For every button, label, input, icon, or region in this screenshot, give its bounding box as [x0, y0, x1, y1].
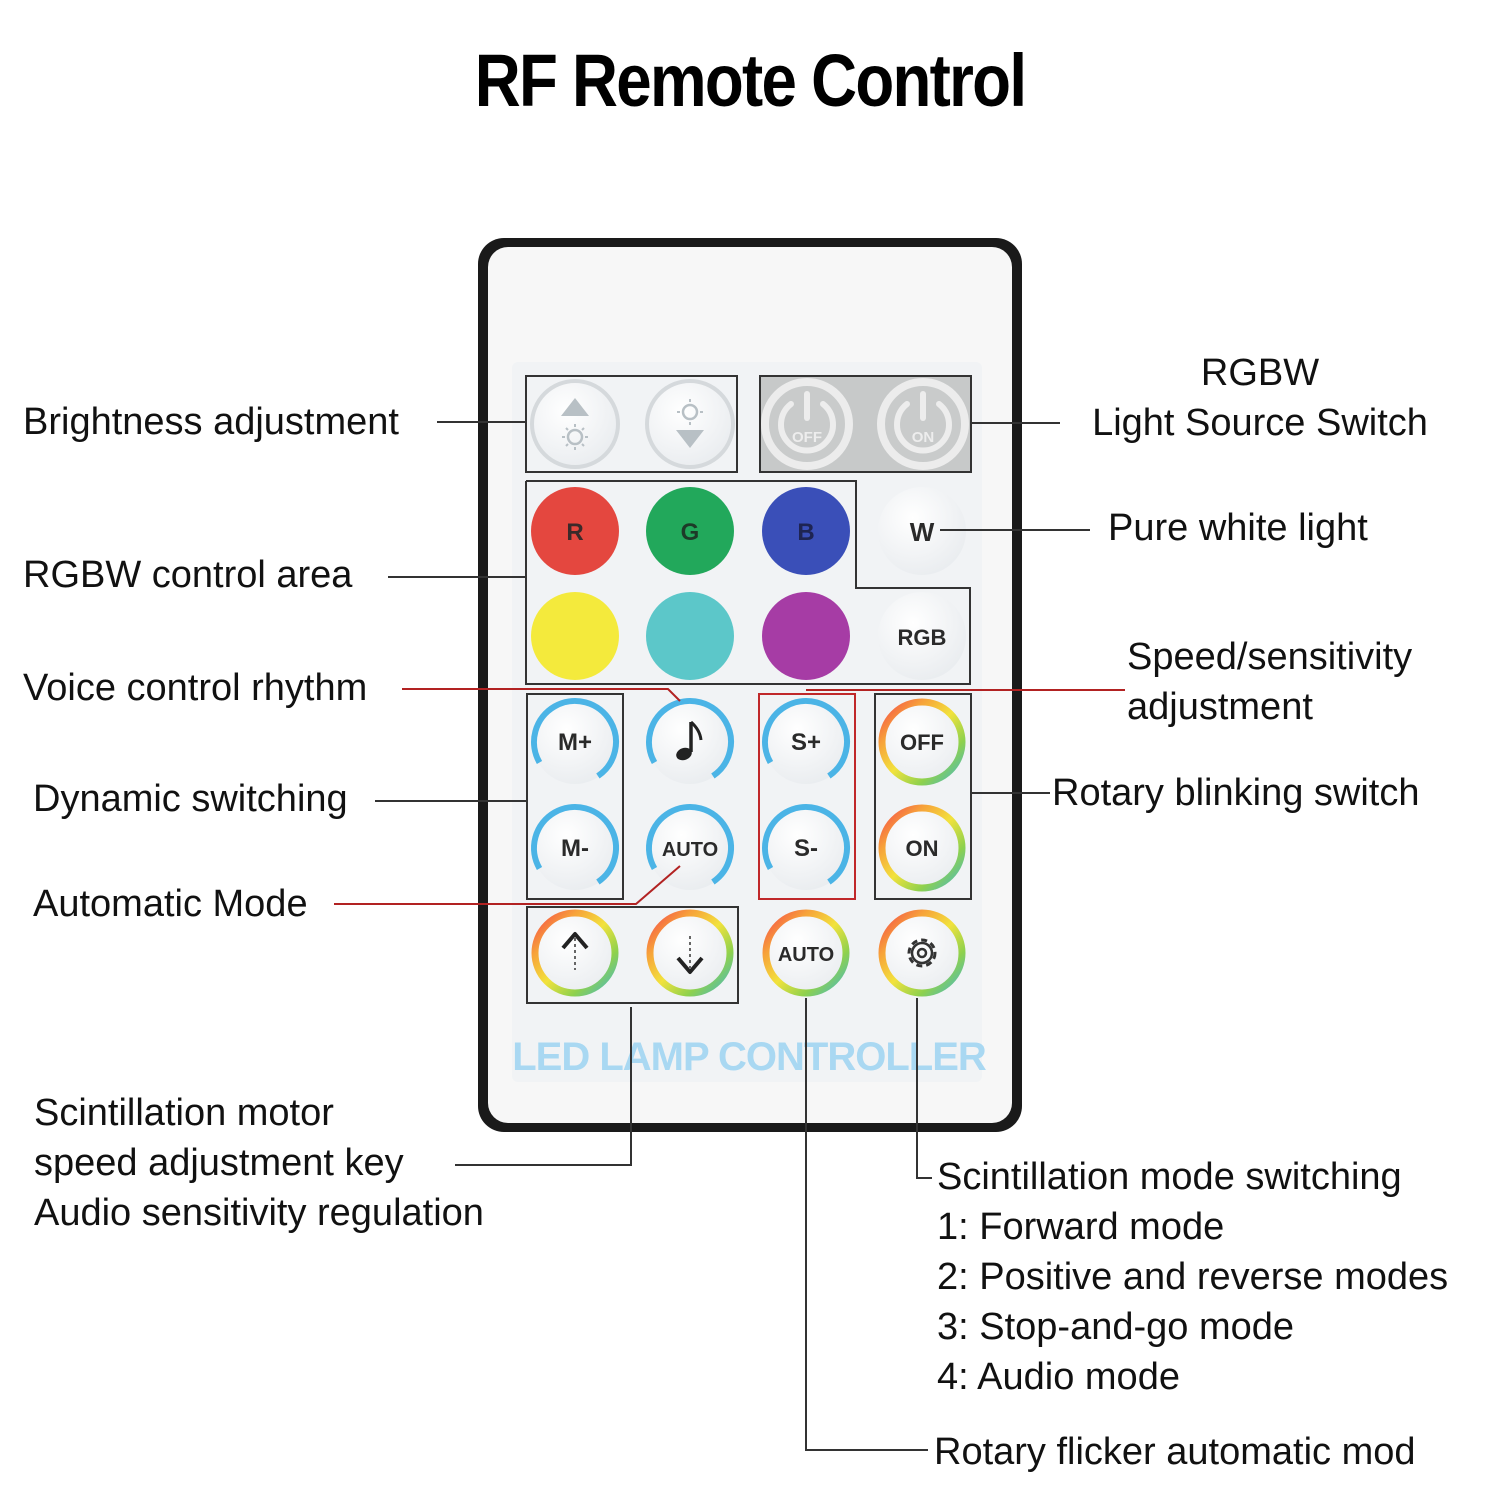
white-button[interactable]: W — [878, 487, 966, 575]
leader-rotary-flicker — [805, 998, 928, 1451]
cyan-button[interactable] — [646, 592, 734, 680]
auto-voice-label: AUTO — [662, 839, 718, 861]
speed-plus-label: S+ — [791, 729, 821, 756]
mode-plus-label: M+ — [558, 729, 592, 756]
rotary-on-button[interactable]: ON — [878, 804, 966, 892]
power-on-button[interactable]: ON — [877, 378, 969, 470]
label-scintillation-motor: Scintillation motor speed adjustment key… — [34, 1088, 484, 1238]
power-icon — [894, 401, 952, 454]
label-voice-rhythm: Voice control rhythm — [23, 667, 368, 709]
label-speed-sensitivity-line2: adjustment — [1127, 686, 1313, 728]
mode-minus-button[interactable]: M- — [519, 792, 631, 904]
brightness-up-button[interactable] — [530, 379, 620, 469]
label-scintillation-mode-line5: 4: Audio mode — [937, 1356, 1180, 1398]
red-button[interactable]: R — [531, 487, 619, 575]
rotary-off-button[interactable]: OFF — [878, 698, 966, 786]
label-scintillation-mode: Scintillation mode switching 1: Forward … — [937, 1152, 1448, 1402]
label-scintillation-mode-line3: 2: Positive and reverse modes — [937, 1256, 1449, 1298]
label-speed-sensitivity-line1: Speed/sensitivity — [1127, 636, 1413, 678]
label-rgbw-area: RGBW control area — [23, 554, 353, 596]
auto-rotary-button[interactable]: AUTO — [762, 909, 850, 997]
label-speed-sensitivity: Speed/sensitivity adjustment — [1127, 632, 1412, 732]
label-rotary-flicker: Rotary flicker automatic mod — [934, 1431, 1416, 1473]
brightness-down-icon — [676, 399, 704, 448]
remote-key-panel — [512, 362, 982, 1082]
label-brightness: Brightness adjustment — [23, 401, 399, 443]
label-pure-white: Pure white light — [1108, 507, 1368, 549]
speed-minus-button[interactable]: S- — [750, 792, 862, 904]
gear-icon — [907, 938, 937, 968]
music-note-icon — [676, 720, 703, 761]
settings-button[interactable] — [878, 909, 966, 997]
yellow-button[interactable] — [531, 592, 619, 680]
arrow-up-icon — [561, 932, 589, 970]
green-button[interactable]: G — [646, 487, 734, 575]
leader-automatic-mode — [334, 865, 681, 905]
auto-voice-button[interactable]: AUTO — [634, 792, 746, 904]
label-dynamic-switching: Dynamic switching — [33, 778, 348, 820]
power-on-label: ON — [912, 429, 935, 446]
label-scintillation-motor-line1: Scintillation motor — [34, 1092, 334, 1134]
label-scintillation-mode-line1: Scintillation mode switching — [937, 1156, 1402, 1198]
auto-rotary-label: AUTO — [778, 944, 834, 966]
mode-minus-label: M- — [561, 835, 589, 862]
rgb-label: RGB — [898, 625, 947, 650]
dynamic-group-box — [526, 693, 624, 900]
rotary-on-label: ON — [906, 836, 939, 861]
leader-scintillation-mode — [916, 998, 932, 1179]
motor-speed-group-box — [526, 906, 739, 1004]
brightness-up-icon — [561, 398, 589, 450]
label-automatic-mode: Automatic Mode — [33, 883, 308, 925]
label-rgbw-switch-line2: Light Source Switch — [1092, 402, 1428, 444]
rgbw-group-box — [525, 480, 971, 685]
brightness-group-box — [525, 375, 738, 473]
power-icon — [778, 401, 836, 454]
leader-voice-rhythm — [402, 688, 681, 702]
page-title: RF Remote Control — [474, 39, 1027, 122]
speed-down-button[interactable] — [646, 909, 734, 997]
leader-motor-speed — [455, 1007, 632, 1166]
label-rgbw-switch-line1: RGBW — [1200, 352, 1320, 394]
blue-label: B — [797, 519, 814, 546]
label-scintillation-mode-line2: 1: Forward mode — [937, 1206, 1225, 1248]
label-scintillation-mode-line4: 3: Stop-and-go mode — [937, 1306, 1295, 1348]
purple-button[interactable] — [762, 592, 850, 680]
label-rgbw-switch: RGBW Light Source Switch — [1060, 348, 1460, 448]
arrow-down-icon — [676, 936, 704, 974]
speed-group-box — [758, 693, 856, 900]
power-off-label: OFF — [792, 429, 822, 446]
label-scintillation-motor-line2: speed adjustment key — [34, 1142, 404, 1184]
speed-plus-button[interactable]: S+ — [750, 686, 862, 798]
music-button[interactable] — [634, 686, 746, 798]
speed-minus-label: S- — [794, 835, 818, 862]
white-label: W — [910, 517, 935, 547]
blue-button[interactable]: B — [762, 487, 850, 575]
label-scintillation-motor-line3: Audio sensitivity regulation — [34, 1192, 484, 1234]
rotary-group-box — [874, 693, 972, 900]
mode-plus-button[interactable]: M+ — [519, 686, 631, 798]
power-off-button[interactable]: OFF — [761, 378, 853, 470]
speed-up-button[interactable] — [531, 909, 619, 997]
green-label: G — [681, 519, 700, 546]
brightness-down-button[interactable] — [645, 379, 735, 469]
red-label: R — [566, 519, 583, 546]
label-rotary-blinking: Rotary blinking switch — [1052, 772, 1420, 814]
rgb-button[interactable]: RGB — [878, 592, 966, 680]
rotary-off-label: OFF — [900, 730, 944, 755]
remote-footer-text: LED LAMP CONTROLLER — [512, 1035, 987, 1079]
